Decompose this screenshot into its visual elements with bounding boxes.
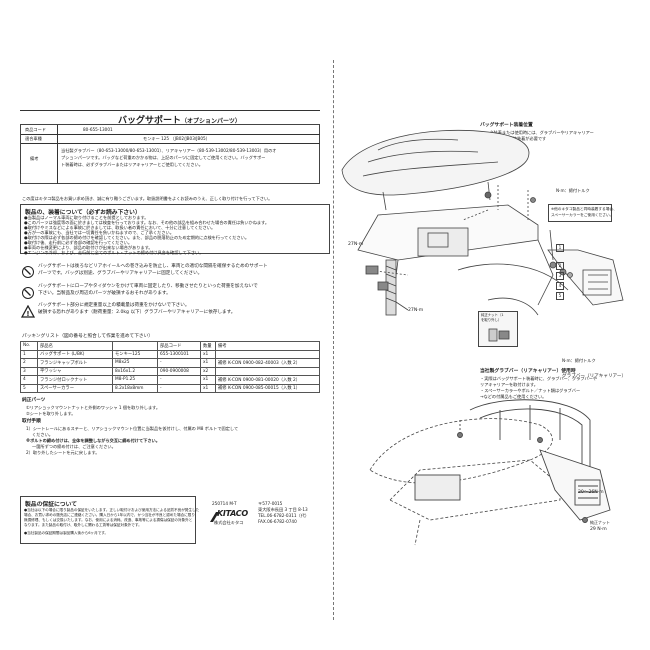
company-address: FAX.06-6782-0740 xyxy=(258,519,297,524)
torque-29: 29 N·m xyxy=(590,527,607,532)
company-address: TEL.06-6782-0311（代） xyxy=(258,513,310,518)
grabbar-note: ・実際はバッグサポート装着時に、グラブバー、グラブバーや xyxy=(480,376,598,381)
spec-table: 商品コード 80-655-13001 適合車種 モンキー 125 （JB02/J… xyxy=(20,124,320,184)
warranty-line: 無償修理、もしくは交換いたします。なお、使用による消耗、改造、事故等による損傷は… xyxy=(24,518,193,522)
grabbar-section-title: 当社製グラブバー（リアキャリアー）使用時 xyxy=(480,369,576,374)
prohibit-icon xyxy=(22,287,34,299)
grabbar-label: グラブバー（リアキャリアー） xyxy=(562,374,627,379)
packing-title: パッキングリスト（図の番号と照合して作業を進めて下さい） xyxy=(22,334,153,339)
handling-item: ●車両の仕様変更により、部品の取付けが出来ない場合があります。 xyxy=(24,245,153,250)
pre-step: ②シートを取り外します。 xyxy=(26,411,76,416)
part-number-label: 1 xyxy=(556,244,564,252)
inset-note: を取り外し） xyxy=(481,318,502,322)
spec-code-value: 80-655-13001 xyxy=(83,126,113,132)
torque-27-b: 27N·m xyxy=(408,308,424,313)
spec-note-line-3: ト装着時は、必ずグラブバーまたはリアキャリアーとご使用してください。 xyxy=(61,162,203,167)
company-name: 株式会社キタコ xyxy=(214,520,244,525)
prohibit-icon xyxy=(22,266,34,278)
part-number-label: 4 xyxy=(556,282,564,290)
procedure-title: 取付手順 xyxy=(22,419,41,424)
handling-item: ●エンジンの冷却、および、走行前に全てのボルト・ナットの締め付け具合を確認して下… xyxy=(24,249,204,255)
title-main: バッグサポート xyxy=(118,116,182,126)
part-number-label: 3 xyxy=(556,272,564,280)
warning-3-line-1: バッグサポート部分に規定重量以上の積載量は荷重をかけないで下さい。 xyxy=(38,303,190,308)
warning-2-line-1: バッグサポートにロープやタイダウンをかけて車両に固定したり、移動させたりといった… xyxy=(38,284,258,289)
grabbar-note: ・スペーサーカラーやボルト／ナット類はグラブバー xyxy=(480,388,581,393)
handling-item: ●取付けの際は必ず各部の締め付けを確認してください。また、部品の脱落防止のため定… xyxy=(24,235,250,240)
pre-step: ①リアショックマウントナットと外側のワッシャ 1 個を取り外します。 xyxy=(26,405,161,410)
doc-code: 250714 M-T xyxy=(212,501,237,506)
warranty-box: 製品の保証について ●当社は以下の場合に限り製品の保証をいたします。正しい取付け… xyxy=(20,496,200,544)
warning-1-line-1: バッグサポートは後ろなどリアホイールへの巻き込みを防止し、車両との適切な間隔を確… xyxy=(38,264,268,269)
grabbar-installed-diagram xyxy=(369,399,611,546)
part-number-label: 2 xyxy=(556,262,564,270)
torque-legend: N·m：締付トルク xyxy=(562,358,596,363)
intro-note: この度はキタコ製品をお買い求め頂き、誠に有り難うございます。取扱説明書をよくお読… xyxy=(22,196,273,201)
warning-2-line-2: 下さい。当製品及び周辺のパーツが破損するおそれがあります。 xyxy=(38,291,171,296)
diagram-top-note: ※装着または使用時には、グラブバーやリアキャリアー xyxy=(490,130,594,135)
callout-line: ※他のキタコ製品と同時装着する場合、 xyxy=(551,207,617,211)
procedure-step: 2）取り外したシートを元に戻します。 xyxy=(26,450,100,455)
warranty-title: 製品の保証について xyxy=(25,502,77,508)
grabbar-note: リアキャリアーを取付けます。 xyxy=(480,382,538,387)
logo-text: KITACO xyxy=(217,509,248,518)
handling-item: ●取付け後、走行前に必ず各部の確認を行ってください。 xyxy=(24,240,133,245)
handling-item: ●万が一の事故にも、当社では一切責任を負いかねますので、ご了承ください。 xyxy=(24,230,174,235)
warranty-line: ●当社製品の保証期間は製品購入後から6ヶ月です。 xyxy=(24,531,109,535)
diagram-top-note: 等との同時装着が必要です xyxy=(496,136,547,141)
fold-line xyxy=(333,60,334,620)
company-address: 〒577-0015 xyxy=(258,501,283,506)
spec-note-label: 備考 xyxy=(30,156,39,161)
warning-1-line-2: パーツです。バッグは別途、グラブバーやリアキャリアーに固定してください。 xyxy=(38,271,203,276)
warning-3-line-2: 破損する恐れがあります（耐荷重量：2.0kg 以下）グラブバーやリアキャリアーに… xyxy=(38,310,236,315)
grabbar-note: →などの付属品もご使用ください。 xyxy=(480,394,547,399)
procedure-step: ※ボルトの締め付けは、全体を調整しながら交互に締め付けて下さい。 xyxy=(26,438,160,443)
handling-title: 製品の、装着について（必ずお読み下さい） xyxy=(25,210,141,216)
packing-header-row: No. 部品名 部品コード 数量 備考 xyxy=(20,341,320,351)
handling-section: 製品の、装着について（必ずお読み下さい） ●当製品はノーマル車両に取り付けること… xyxy=(20,204,330,255)
part-number-label: 5 xyxy=(556,292,564,300)
torque-legend: N·m：締付トルク xyxy=(556,188,590,193)
svg-text:!: ! xyxy=(26,310,29,318)
diagram-top-title: バッグサポート装着位置 xyxy=(480,123,533,128)
spec-note-line-1: 当社製グラブバー（80-653-13000/80-653-13001）、リアキャ… xyxy=(61,148,277,153)
handling-item: ●当製品はノーマル車両に取り付けることを前提としております。 xyxy=(24,215,149,220)
spec-fit-value: モンキー 125 （JB02/JB03/JB05） xyxy=(143,135,210,141)
warranty-line: 場合、お買い求めの販売店にご連絡ください。購入日から1年以内で、かつ当社が不良と… xyxy=(24,513,195,517)
torque-20-26: 20～26N·m xyxy=(578,490,604,495)
spec-note-line-2: プションパーツです。バッグなど荷重のかかる物は、上記のパーツに固定してご使用くだ… xyxy=(61,155,266,160)
title-sub: （オプションパーツ） xyxy=(181,118,241,125)
warranty-line: なります。また製品の取付け、取外しに関わる工賃等は保証対象外です。 xyxy=(24,523,142,527)
procedure-step: 1）シートレールにあるステーと、リアショックマウント位置に当製品を仮付けし、付属… xyxy=(26,426,239,431)
warranty-line: ●当社は以下の場合に限り製品の保証をいたします。正しい取付けおよび使用方法による… xyxy=(24,508,200,512)
bag-support-exploded-diagram xyxy=(341,129,624,316)
handling-item: ●取付けやミスなどによる事故に於きましては、取扱い者の責任において、十分に注意し… xyxy=(24,225,216,230)
top-rule xyxy=(20,110,320,111)
spec-fit-label: 適合車種 xyxy=(25,135,42,141)
caution-triangle-icon: ! xyxy=(20,303,36,318)
page-title: バッグサポート（オプションパーツ） xyxy=(118,113,241,126)
inset-note: 純正ナット（1 xyxy=(481,313,504,317)
pre-title: 純正パーツ xyxy=(22,398,46,403)
kitaco-logo: KITACO xyxy=(210,508,250,524)
spacer-callout: ※他のキタコ製品と同時装着する場合、 スペーサーカラーをご使用ください。 xyxy=(548,204,617,222)
handling-item: ●このパーツは強度等の面に於きましては検査を行っております。なお、その他の部品を… xyxy=(24,220,270,225)
company-address: 東大阪市長田 3 丁目 8-13 xyxy=(258,507,308,512)
nut-label: 純正ナット xyxy=(590,520,610,525)
torque-27-a: 27N·m xyxy=(348,242,364,247)
procedure-step: 一箇所ずつの締め付けは、ご注意ください。 xyxy=(32,444,116,449)
procedure-step: ください。 xyxy=(32,432,53,437)
callout-line: スペーサーカラーをご使用ください。 xyxy=(551,213,614,217)
spacer-inset: 純正ナット（1 を取り外し） xyxy=(478,311,518,347)
spec-code-label: 商品コード xyxy=(25,126,46,132)
